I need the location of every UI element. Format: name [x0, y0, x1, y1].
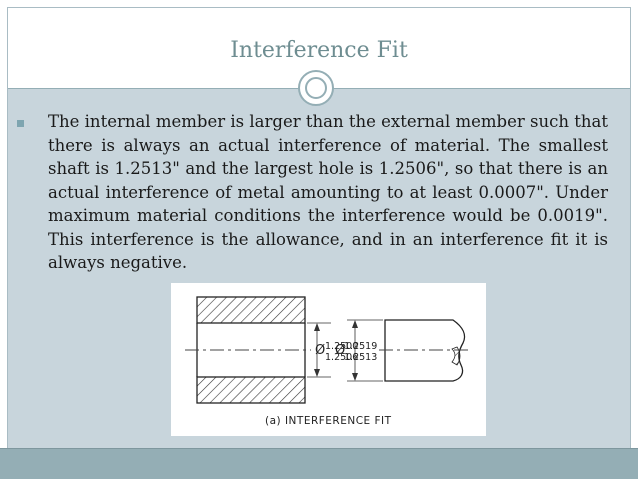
shaft-diameter-symbol: Ø — [335, 343, 345, 358]
hole-arrow-top — [314, 323, 320, 331]
hole-top-wall — [196, 296, 306, 324]
hole-dim-max: 1.2500 — [325, 341, 358, 352]
interference-fit-drawing: Ø 1.2500 1.2506 Ø 1.2519 1.2513 — [185, 296, 471, 427]
hole-diameter-symbol: Ø — [315, 343, 325, 358]
shaft-dim-max: 1.2519 — [344, 341, 377, 352]
hole-part — [185, 296, 311, 404]
shaft-part — [379, 319, 471, 382]
hole-arrow-bottom — [314, 369, 320, 377]
bullet-square-icon — [17, 120, 24, 127]
footer-bar — [0, 448, 638, 479]
slide-frame — [7, 7, 631, 472]
shaft-dim-min: 1.2513 — [344, 352, 377, 363]
circle-ornament-inner — [305, 77, 327, 99]
hole-dimension: Ø 1.2500 1.2506 — [307, 322, 358, 378]
hole-bottom-wall — [196, 376, 306, 404]
shaft-dimension: Ø 1.2519 1.2513 — [335, 319, 383, 382]
interference-fit-figure: Ø 1.2500 1.2506 Ø 1.2519 1.2513 — [171, 283, 486, 436]
footer-divider — [0, 448, 638, 449]
hole-dim-min: 1.2506 — [325, 352, 358, 363]
figure-caption: (a) INTERFERENCE FIT — [265, 415, 392, 427]
body-paragraph: The internal member is larger than the e… — [48, 112, 608, 272]
circle-ornament-icon — [298, 70, 334, 106]
shaft-arrow-bottom — [352, 373, 358, 381]
slide-title: Interference Fit — [230, 38, 408, 63]
shaft-break-hatch — [451, 346, 461, 366]
shaft-arrow-top — [352, 320, 358, 328]
